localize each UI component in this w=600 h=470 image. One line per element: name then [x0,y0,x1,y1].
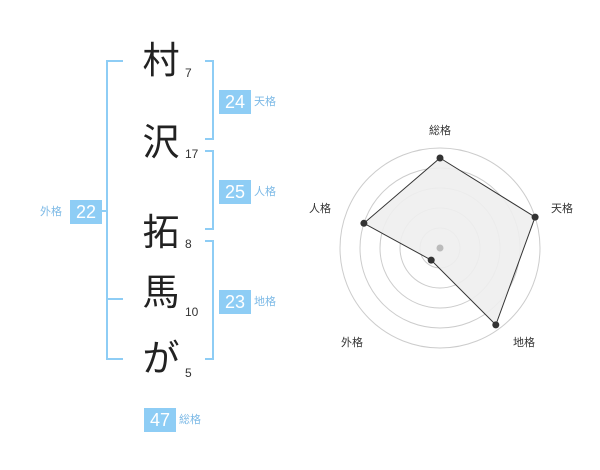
radar-point-4 [427,256,435,264]
stroke-count-3: 8 [185,237,192,251]
gaikaku-value: 22 [70,200,102,224]
soukaku-label: 総格 [179,413,201,426]
name-char-1: 村 [142,39,180,82]
name-char-5: が [142,337,180,380]
radar-points [360,154,539,329]
radar-center-dot [436,244,444,252]
jinkaku-label: 人格 [254,185,276,198]
jinkaku-value: 25 [219,180,251,204]
radar-axis-label-tenkaku: 天格 [551,201,573,215]
stroke-count-1: 7 [185,66,192,80]
radar-axis-label-soukaku: 総格 [429,123,451,137]
name-char-2: 沢 [142,121,180,164]
tenkaku-value: 24 [219,90,251,114]
name-char-4: 馬 [142,271,180,314]
name-char-3: 拓 [142,211,180,254]
radar-ring [339,147,541,349]
radar-point-1 [436,154,444,162]
gaikaku-label: 外格 [40,205,62,218]
radar-labels: 総格 天格 地格 外格 人格 [309,123,573,349]
radar-axis-label-gaikaku: 外格 [341,335,363,349]
stroke-count-4: 10 [185,305,199,319]
radar-point-5 [360,219,368,227]
stroke-count-5: 5 [185,366,192,380]
chikaku-value: 23 [219,290,251,314]
radar-point-3 [492,321,500,329]
chikaku-label: 地格 [254,295,276,308]
soukaku-value: 47 [144,408,176,432]
stroke-count-2: 17 [185,147,199,161]
radar-axis-label-chikaku: 地格 [513,335,535,349]
radar-area [363,157,536,326]
tenkaku-label: 天格 [254,95,276,108]
radar-point-2 [531,213,539,221]
radar-axis-label-jinkaku: 人格 [309,201,331,215]
